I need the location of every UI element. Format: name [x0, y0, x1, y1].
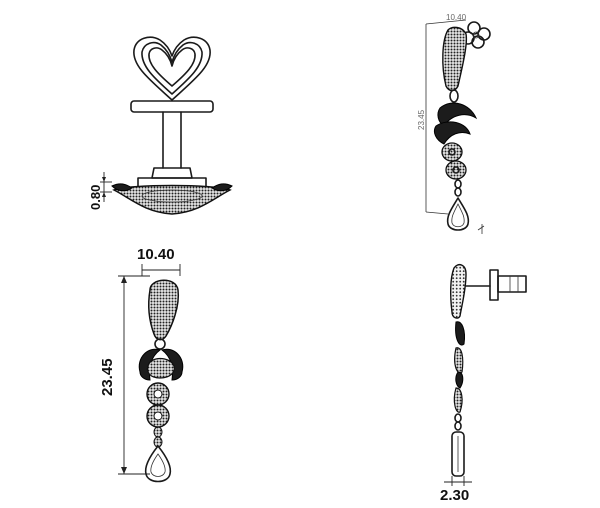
dim-label-height: 23.45	[99, 358, 116, 396]
isometric-view: 10.40 23.45	[417, 13, 491, 234]
dim-label-width: 10.40	[137, 246, 175, 263]
dim-label-depth: 2.30	[440, 487, 469, 504]
iso-dim-label-width: 10.40	[446, 13, 467, 22]
front-view: 10.40 23.45	[99, 246, 184, 483]
dim-label-stud-thickness: 0.80	[88, 185, 103, 210]
side-view: 2.30	[440, 263, 527, 504]
iso-dim-label-height: 23.45	[417, 109, 426, 130]
stud-back-view: 0.80	[88, 36, 233, 215]
